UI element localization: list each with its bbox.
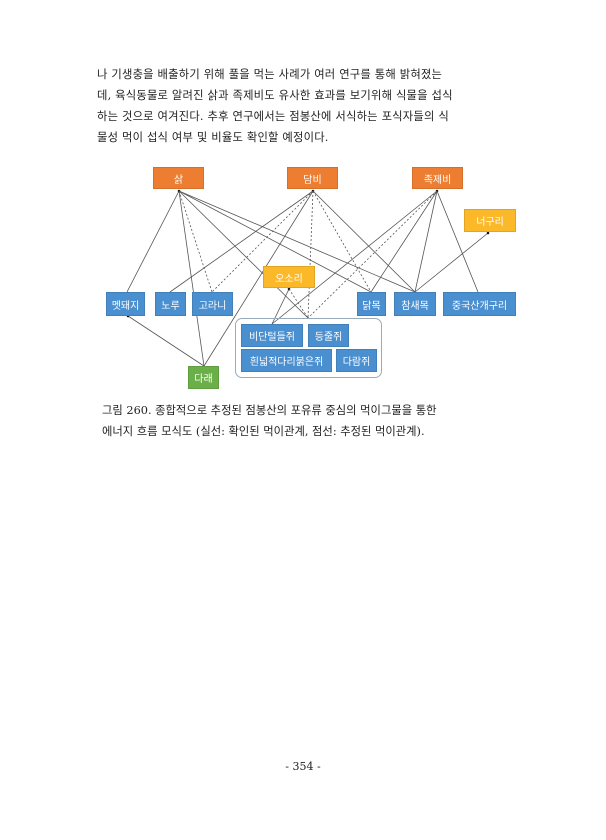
figure-caption: 그림 260. 종합적으로 추정된 점봉산의 포유류 중심의 먹이그물을 통한 …	[102, 400, 522, 442]
node-predator: 담비	[287, 167, 338, 189]
page-number: - 354 -	[285, 760, 321, 773]
paragraph-line: 데, 육식동물로 알려진 삵과 족제비도 유사한 효과를 보기위해 식물을 섭식	[97, 89, 453, 102]
node-rodent: 다람쥐	[336, 349, 377, 372]
node-predator: 족제비	[412, 167, 463, 189]
paragraph-line: 하는 것으로 여겨진다. 추후 연구에서는 점봉산에 서식하는 포식자들의 식	[97, 110, 449, 123]
link-solid	[203, 190, 314, 367]
caption-line: 에너지 흐름 모식도 (실선: 확인된 먹이관계, 점선: 추정된 먹이관계).	[102, 425, 425, 438]
food-web-diagram: 삵 담비 족제비 너구리 오소리 멧돼지 노루 고라니 닭목 참새목 중국산개구…	[0, 0, 606, 400]
body-paragraph: 나 기생충을 배출하기 위해 풀을 먹는 사례가 여러 연구를 통해 밝혀졌는 …	[97, 64, 525, 148]
link-solid	[178, 190, 205, 367]
node-predator: 삵	[153, 167, 204, 189]
link-solid	[312, 190, 416, 293]
node-plant: 다래	[188, 366, 219, 389]
node-prey: 참새목	[394, 292, 436, 316]
food-web-links	[126, 189, 490, 367]
paragraph-line: 나 기생충을 배출하기 위해 풀을 먹는 사례가 여러 연구를 통해 밝혀졌는	[97, 68, 443, 81]
node-prey: 고라니	[192, 292, 233, 316]
rodent-group	[235, 318, 382, 378]
link-solid	[178, 190, 309, 319]
link-solid	[178, 190, 372, 293]
caption-line: 그림 260. 종합적으로 추정된 점봉산의 포유류 중심의 먹이그물을 통한	[102, 404, 437, 417]
link-solid	[414, 190, 438, 293]
link-solid	[126, 189, 181, 293]
link-solid	[370, 190, 438, 293]
node-prey: 중국산개구리	[443, 292, 516, 316]
link-solid	[414, 231, 490, 293]
node-rodent: 등줄쥐	[308, 324, 349, 347]
link-dashed	[288, 288, 309, 319]
link-dashed	[307, 190, 314, 319]
link-solid	[126, 314, 205, 367]
link-solid	[436, 190, 479, 293]
link-solid	[271, 189, 439, 325]
paragraph-line: 물성 먹이 섭식 여부 및 비율도 확인할 예정이다.	[97, 131, 329, 144]
node-rodent: 흰넓적다리붉은쥐	[241, 349, 332, 372]
link-dashed	[178, 190, 213, 293]
link-dashed	[312, 190, 372, 293]
link-solid	[178, 190, 416, 293]
node-omnivore: 너구리	[464, 209, 516, 232]
link-solid	[169, 189, 315, 293]
node-prey: 닭목	[357, 292, 386, 316]
node-prey: 노루	[155, 292, 186, 316]
node-omnivore: 오소리	[263, 266, 315, 288]
node-prey: 멧돼지	[106, 292, 145, 316]
node-rodent: 비단털들쥐	[241, 324, 303, 347]
